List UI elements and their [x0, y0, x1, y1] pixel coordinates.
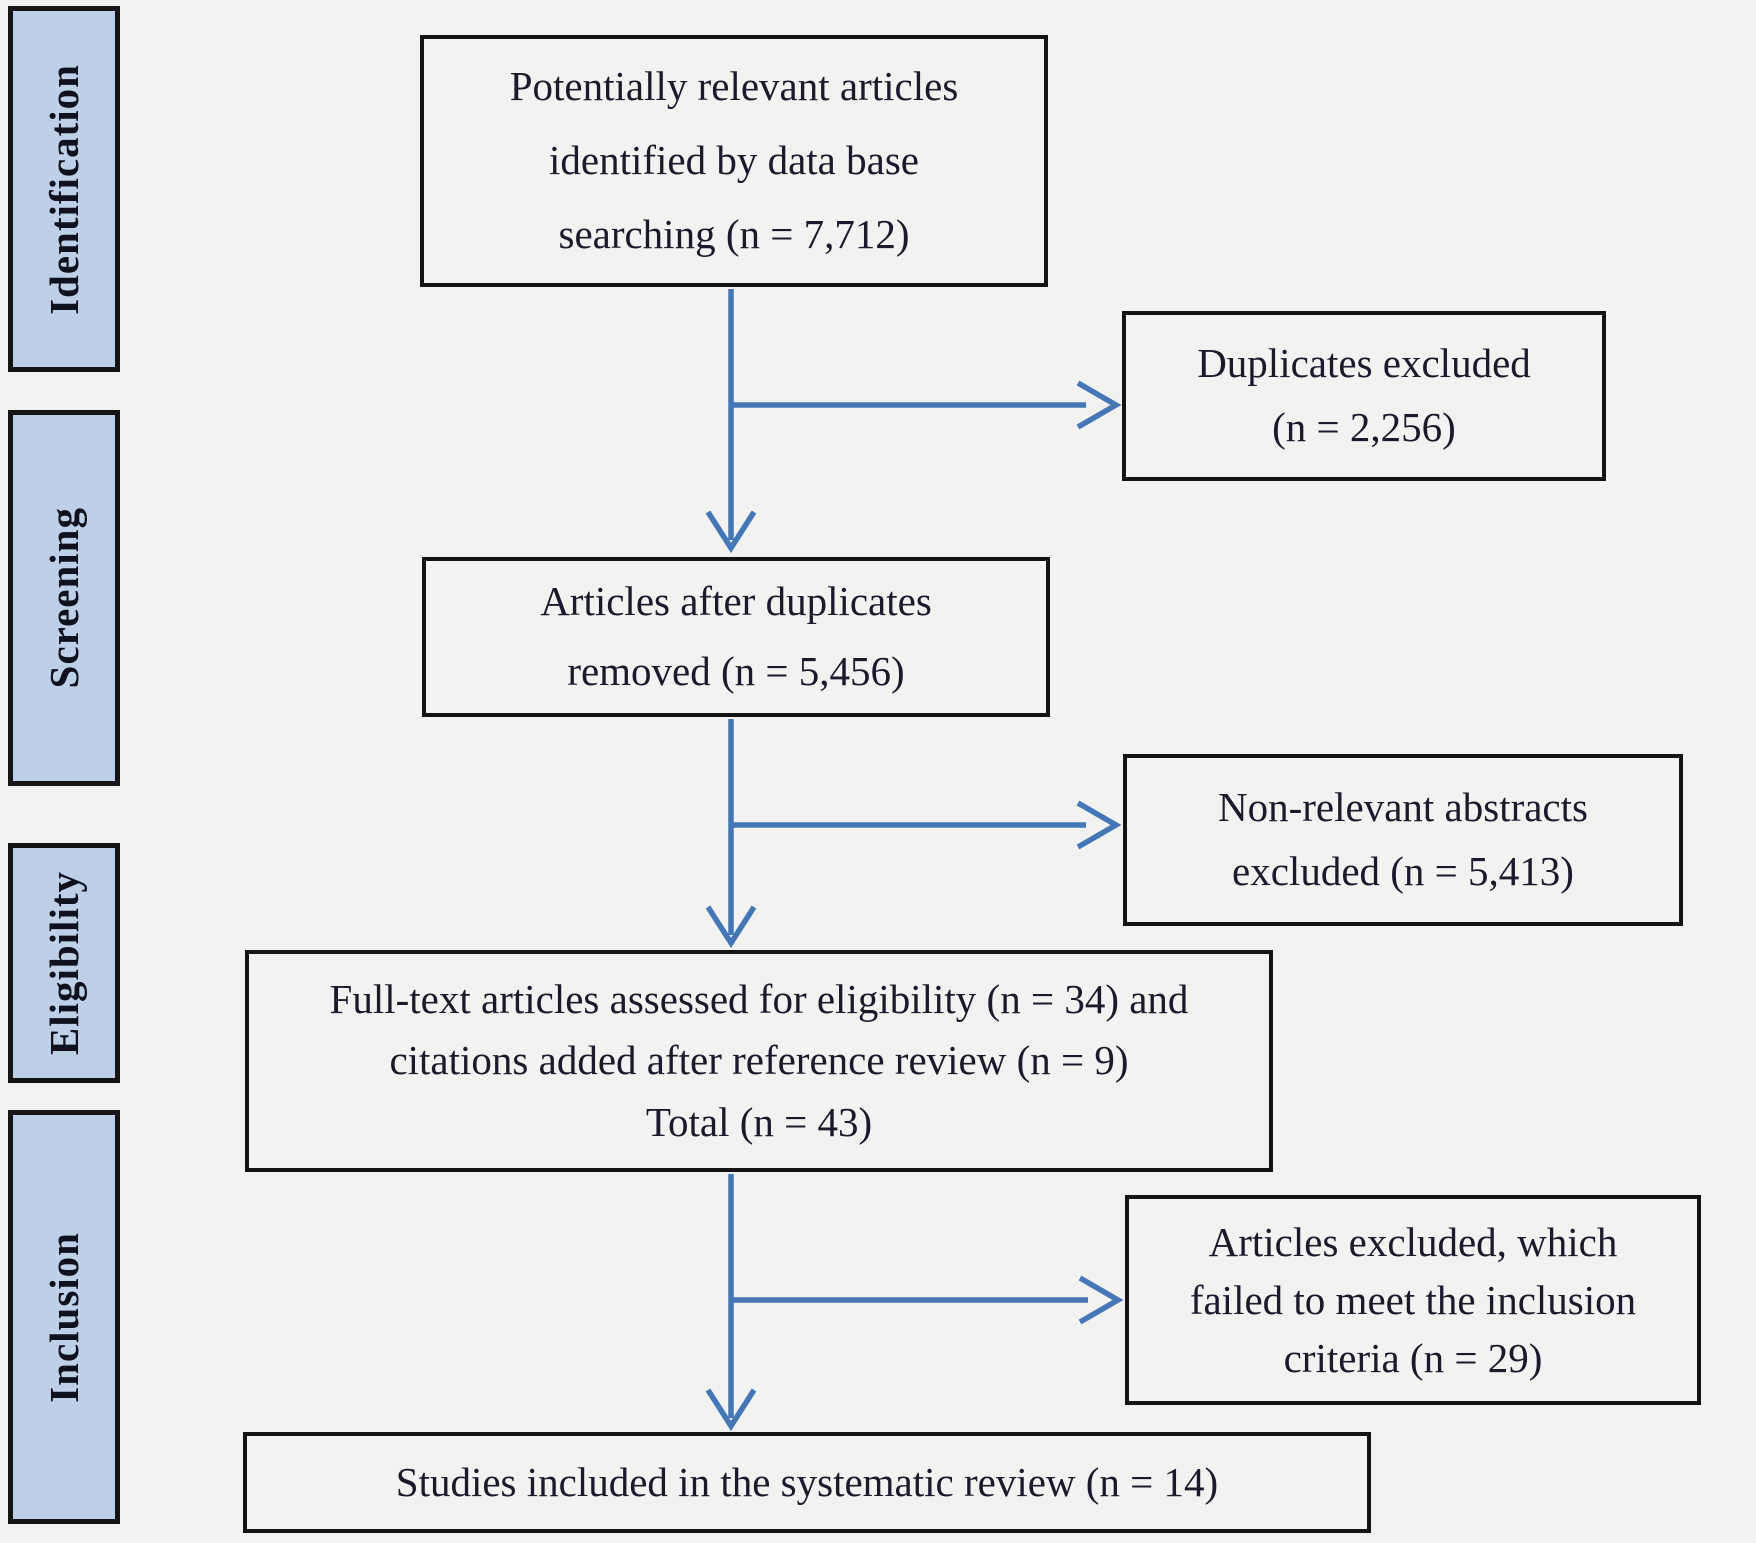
box-text-line: citations added after reference review (… — [389, 1037, 1129, 1084]
arrowhead-right-icon — [1076, 800, 1122, 850]
box-text-line: criteria (n = 29) — [1283, 1335, 1543, 1382]
box-text-line: Full-text articles assessed for eligibil… — [329, 975, 1189, 1022]
arrowhead-down-icon — [705, 905, 757, 949]
stage-screening: Screening — [8, 410, 120, 786]
box-fulltext-articles-assessed: Full-text articles assessed for eligibil… — [245, 950, 1273, 1172]
arrowhead-right-icon — [1076, 380, 1122, 430]
box-text-line: Total (n = 43) — [645, 1098, 873, 1145]
box-potentially-relevant-articles: Potentially relevant articles identified… — [420, 35, 1048, 287]
stage-eligibility: Eligibility — [8, 843, 120, 1083]
stage-label: Inclusion — [41, 1231, 87, 1403]
arrowhead-down-icon — [705, 1388, 757, 1432]
box-text-line: Articles after duplicates — [540, 578, 932, 625]
box-text-line: identified by data base — [548, 137, 919, 184]
arrow-branch-to-failed-inclusion — [731, 1275, 1124, 1325]
stage-label: Identification — [41, 63, 87, 315]
arrow-identified-to-after-duplicates — [705, 289, 757, 554]
box-articles-excluded-inclusion-criteria: Articles excluded, which failed to meet … — [1125, 1195, 1701, 1405]
box-text-line: Non-relevant abstracts — [1218, 784, 1588, 831]
box-nonrelevant-abstracts-excluded: Non-relevant abstracts excluded (n = 5,4… — [1123, 754, 1683, 926]
box-text-line: excluded (n = 5,413) — [1232, 848, 1574, 894]
box-text-line: Duplicates excluded — [1197, 340, 1531, 387]
stage-identification: Identification — [8, 6, 120, 372]
box-studies-included-systematic-review: Studies included in the systematic revie… — [243, 1432, 1371, 1533]
arrow-branch-to-nonrelevant-excluded — [731, 800, 1122, 850]
stage-inclusion: Inclusion — [8, 1110, 120, 1524]
arrowhead-right-icon — [1078, 1275, 1124, 1325]
box-text-line: Articles excluded, which — [1208, 1218, 1618, 1265]
arrow-branch-to-duplicates-excluded — [731, 380, 1122, 430]
box-text-line: searching (n = 7,712) — [558, 210, 910, 257]
box-duplicates-excluded: Duplicates excluded (n = 2,256) — [1122, 311, 1606, 481]
box-articles-after-duplicates-removed: Articles after duplicates removed (n = 5… — [422, 557, 1050, 717]
box-text-line: Studies included in the systematic revie… — [395, 1458, 1219, 1505]
stage-label: Eligibility — [41, 870, 87, 1056]
box-text-line: removed (n = 5,456) — [567, 648, 905, 694]
arrow-after-duplicates-to-fulltext — [705, 719, 757, 949]
arrowhead-down-icon — [705, 510, 757, 554]
box-text-line: (n = 2,256) — [1272, 404, 1456, 450]
arrow-fulltext-to-included — [705, 1174, 757, 1432]
stage-label: Screening — [41, 507, 87, 689]
box-text-line: failed to meet the inclusion — [1189, 1276, 1637, 1323]
box-text-line: Potentially relevant articles — [509, 63, 959, 110]
